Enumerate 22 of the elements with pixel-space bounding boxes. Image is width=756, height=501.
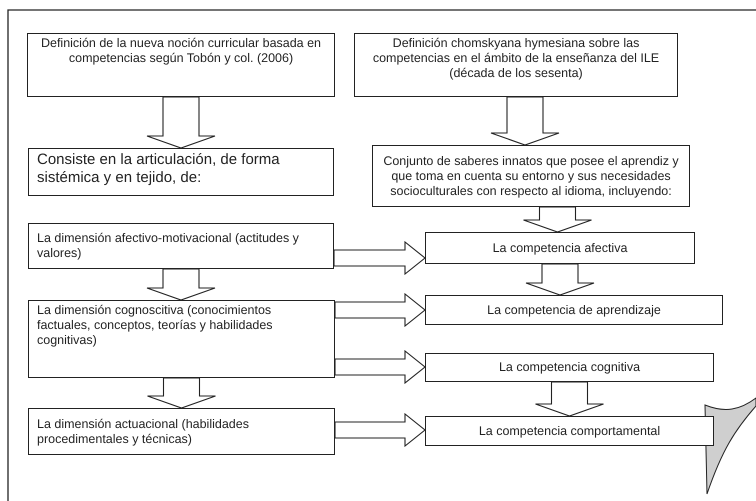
block-arrow	[490, 96, 560, 146]
text-box: La competencia afectiva	[425, 232, 695, 264]
block-arrow	[525, 263, 595, 296]
block-arrow	[534, 381, 604, 417]
text-box: La dimensión afectivo-motivacional (actitudes y valores)	[28, 223, 334, 269]
block-arrow	[334, 292, 426, 328]
block-arrow	[146, 377, 216, 409]
block-arrow	[334, 350, 426, 384]
block-arrow	[333, 240, 426, 276]
block-arrow	[146, 96, 216, 149]
text-box: Definición de la nueva noción curricular basada en competencias según Tobón y col. (2006)	[27, 33, 335, 97]
text-box: La competencia cognitiva	[425, 353, 714, 382]
block-arrow	[146, 268, 216, 301]
block-arrow	[334, 412, 426, 448]
text-box: La competencia comportamental	[425, 416, 714, 446]
text-box: La dimensión cognoscitiva (conocimientos factuales, conceptos, teorías y habilidades cognitivas)	[28, 300, 335, 378]
text-box: Consiste en la articulación, de forma sistémica y en tejido, de:	[28, 148, 334, 196]
text-box: La dimensión actuacional (habilidades procedimentales y técnicas)	[28, 408, 335, 455]
text-box: Conjunto de saberes innatos que posee el aprendiz y que toma en cuenta su entorno y sus necesidades socioculturales con respecto al idioma, incluyendo:	[372, 145, 690, 207]
text-box: Definición chomskyana hymesiana sobre las competencias en el ámbito de la enseñanza del ILE (década de los sesenta)	[354, 33, 678, 97]
text-box: La competencia de aprendizaje	[425, 295, 723, 325]
block-arrow	[522, 206, 592, 233]
